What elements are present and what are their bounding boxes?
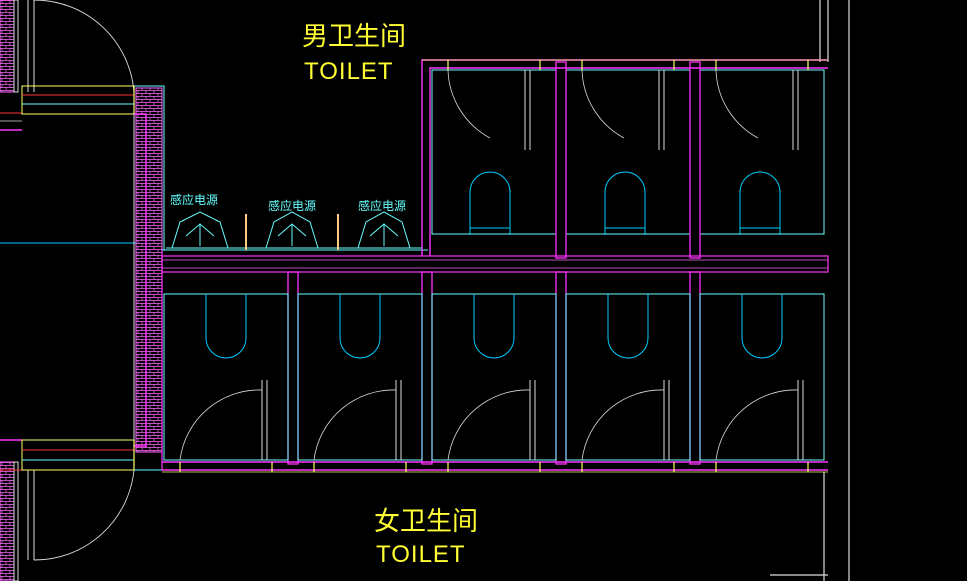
sensor-label-3: 感应电源 bbox=[358, 198, 406, 213]
right-boundary bbox=[770, 0, 850, 581]
women-room-title-en: TOILET bbox=[376, 541, 466, 568]
women-stall-3 bbox=[431, 293, 557, 461]
sensor-label-1: 感应电源 bbox=[170, 192, 218, 207]
men-stall-2 bbox=[565, 69, 691, 235]
urinal-1 bbox=[171, 211, 229, 249]
entrance-door-bottom bbox=[27, 469, 135, 561]
women-stall-5 bbox=[699, 293, 825, 461]
men-stall-dividers bbox=[555, 61, 701, 259]
corridor-wall bbox=[133, 85, 165, 471]
women-stall-dividers bbox=[287, 271, 701, 465]
central-partition bbox=[161, 249, 829, 273]
urinal-3 bbox=[357, 211, 411, 249]
men-room-title-cn: 男卫生间 bbox=[302, 22, 406, 52]
women-stall-1 bbox=[163, 293, 289, 461]
men-room-title-en: TOILET bbox=[304, 58, 394, 85]
entrance-door-top bbox=[27, 0, 135, 93]
left-brick-wall bbox=[0, 0, 19, 581]
women-room-title-cn: 女卫生间 bbox=[374, 507, 478, 537]
hinge-marks bbox=[133, 60, 809, 472]
urinal-area bbox=[166, 211, 422, 250]
men-stall-1 bbox=[431, 69, 557, 235]
men-stall-block bbox=[421, 59, 828, 256]
urinal-2 bbox=[265, 211, 319, 249]
women-stall-block bbox=[162, 461, 828, 473]
women-stall-4 bbox=[565, 293, 691, 461]
men-stall-3 bbox=[699, 69, 825, 235]
sensor-label-2: 感应电源 bbox=[268, 198, 316, 213]
women-stall-2 bbox=[297, 293, 423, 461]
